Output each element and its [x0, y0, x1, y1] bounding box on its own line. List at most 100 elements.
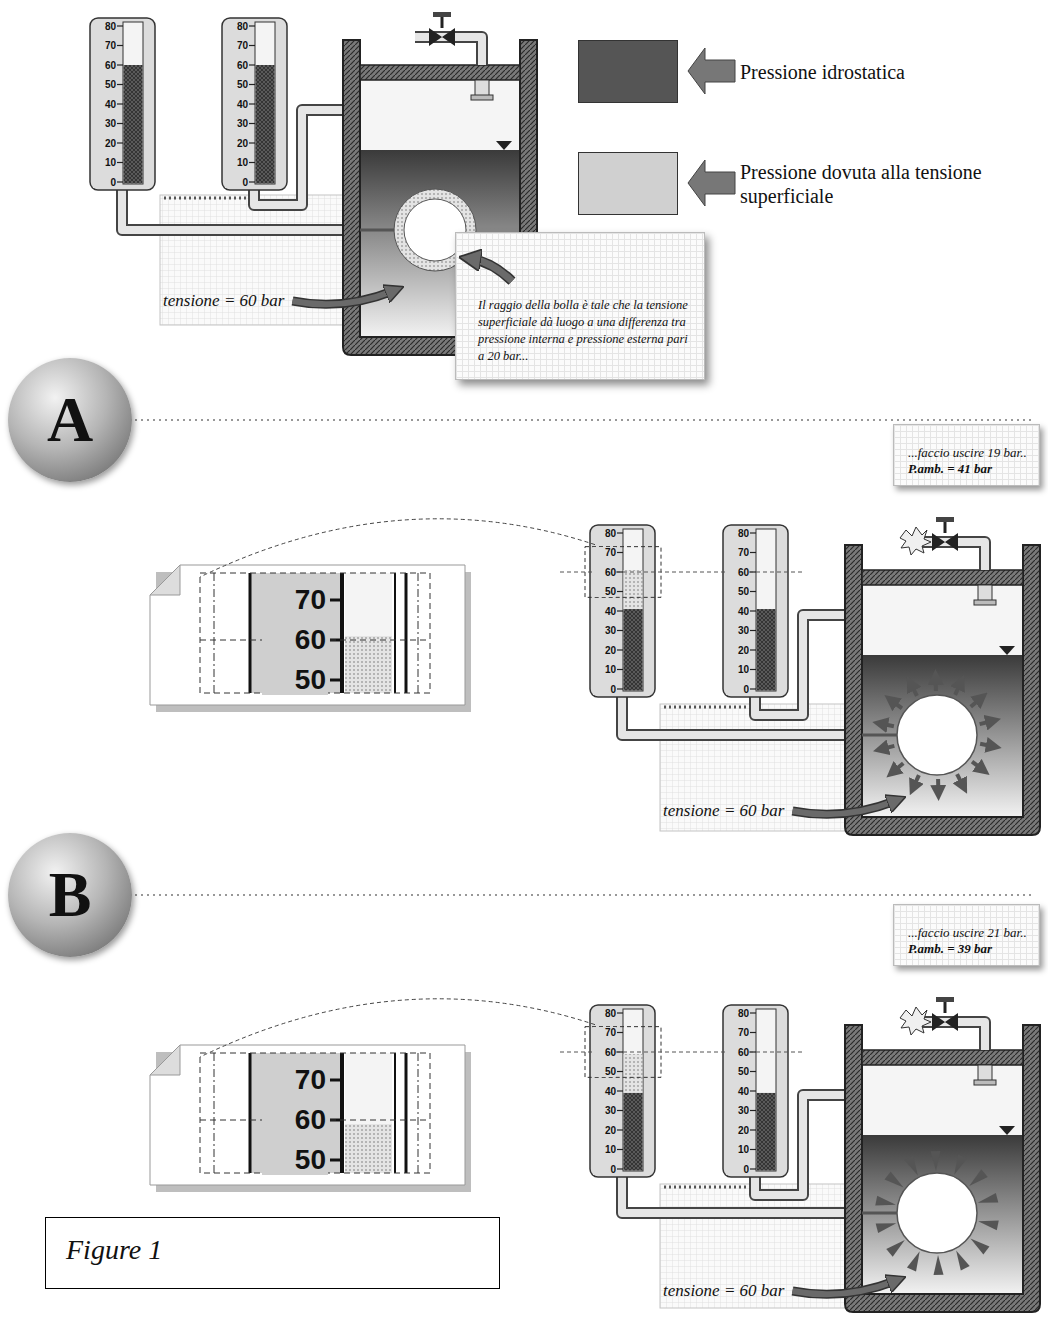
pressure-spike — [956, 1250, 970, 1270]
gauge-tick — [750, 591, 756, 592]
gauge-tick — [617, 1168, 623, 1169]
gauge-tick — [617, 1071, 623, 1072]
tank-lid — [862, 570, 1023, 585]
tension-arrow-outline — [293, 291, 394, 304]
pressure-arrow — [880, 723, 894, 726]
inset-card — [150, 1045, 465, 1185]
gauge-tick — [750, 532, 756, 533]
inset-number: 70 — [262, 585, 328, 615]
gauge-number: 0 — [225, 177, 248, 188]
pipe-outline — [122, 190, 343, 230]
gauge-tick — [249, 142, 255, 143]
inset-tick — [330, 1079, 342, 1082]
gauge-number: 50 — [225, 79, 248, 90]
legend-arrow — [688, 48, 735, 94]
gauge-tick — [750, 1110, 756, 1111]
valve-handle — [936, 997, 954, 1002]
gauge-number: 50 — [93, 79, 116, 90]
gauge-number: 60 — [93, 60, 116, 71]
gauge-number: 50 — [726, 586, 749, 597]
gauge-number: 0 — [593, 1164, 616, 1175]
gauge-tick — [117, 181, 123, 182]
gauge-tube — [623, 529, 643, 691]
inset-bar — [405, 573, 408, 693]
gauge-tick — [750, 1129, 756, 1130]
surface-fill — [624, 570, 643, 609]
needle — [862, 734, 899, 737]
gauge-number: 50 — [593, 586, 616, 597]
gauge-number: 10 — [593, 1144, 616, 1155]
inset-fill — [345, 1124, 392, 1173]
hydro-fill — [757, 609, 776, 690]
pressure-spike — [886, 1240, 905, 1257]
gauge-number: 70 — [593, 1027, 616, 1038]
inset-dashdot — [214, 1053, 215, 1173]
gauge-number: 20 — [93, 138, 116, 149]
inset-dashdot — [214, 573, 215, 693]
inset-bar — [405, 1053, 408, 1173]
pressure-arrow — [934, 677, 938, 691]
gauge-number: 80 — [726, 1008, 749, 1019]
gauge-number: 70 — [593, 547, 616, 558]
gauge-tick — [750, 1149, 756, 1150]
gauge-tick — [249, 123, 255, 124]
gauge-tick — [117, 25, 123, 26]
gauge-tick — [249, 64, 255, 65]
gauge-body — [90, 18, 155, 190]
gauge-number: 40 — [726, 606, 749, 617]
pressure-arrow — [913, 775, 919, 788]
gauge-tick — [750, 649, 756, 650]
tension-arrow — [293, 291, 394, 304]
tank-air — [862, 585, 1023, 655]
inset-tick — [330, 599, 342, 602]
gauge-tick — [617, 1129, 623, 1130]
note-value: P.amb. = 41 bar — [908, 461, 1031, 477]
gauge-number: 20 — [593, 1125, 616, 1136]
gauge-number: 20 — [726, 645, 749, 656]
section-circle: B — [8, 833, 132, 957]
gauge-tick — [117, 103, 123, 104]
gauge-number: 0 — [726, 684, 749, 695]
level-marker — [496, 141, 512, 150]
gauge-body — [222, 18, 287, 190]
gauge-number: 20 — [726, 1125, 749, 1136]
pressure-spike — [907, 1251, 920, 1271]
inset-tick — [330, 679, 342, 682]
needle — [862, 1212, 899, 1215]
gauge-number: 60 — [593, 1047, 616, 1058]
gauge-number: 10 — [593, 664, 616, 675]
inset-fold — [150, 1045, 180, 1075]
gauge-tick — [249, 84, 255, 85]
gauge-tick — [750, 1071, 756, 1072]
pressure-spike — [876, 1223, 897, 1233]
pipe-bore — [122, 190, 343, 230]
gauge-number: 60 — [225, 60, 248, 71]
pipe-outline — [622, 1177, 845, 1213]
gauge-number: 30 — [593, 625, 616, 636]
gauge-number: 0 — [726, 1164, 749, 1175]
gauge-number: 80 — [593, 1008, 616, 1019]
pressure-spike — [904, 1156, 918, 1176]
gauge-tick — [617, 649, 623, 650]
inset-tube — [345, 573, 392, 693]
gauge-number: 40 — [225, 99, 248, 110]
gauge-number: 30 — [93, 118, 116, 129]
note-text: ...faccio uscire 19 bar.. — [908, 445, 1031, 461]
valve-handle — [936, 517, 954, 522]
note-value: P.amb. = 39 bar — [908, 941, 1031, 957]
note-torn-edge — [164, 197, 260, 200]
valve-body — [932, 1013, 958, 1031]
gauge-tick — [617, 1149, 623, 1150]
valve-stem — [944, 522, 947, 533]
pressure-spike — [978, 1193, 999, 1203]
hydro-fill — [256, 65, 275, 184]
gauge-tick — [249, 181, 255, 182]
gauge-tick — [617, 630, 623, 631]
separator-line — [135, 894, 1035, 896]
gauge-number: 80 — [593, 528, 616, 539]
nozzle-ring — [974, 600, 996, 605]
tank-air — [360, 80, 520, 150]
inset-number: 60 — [262, 625, 328, 655]
inset-fold — [150, 565, 180, 595]
